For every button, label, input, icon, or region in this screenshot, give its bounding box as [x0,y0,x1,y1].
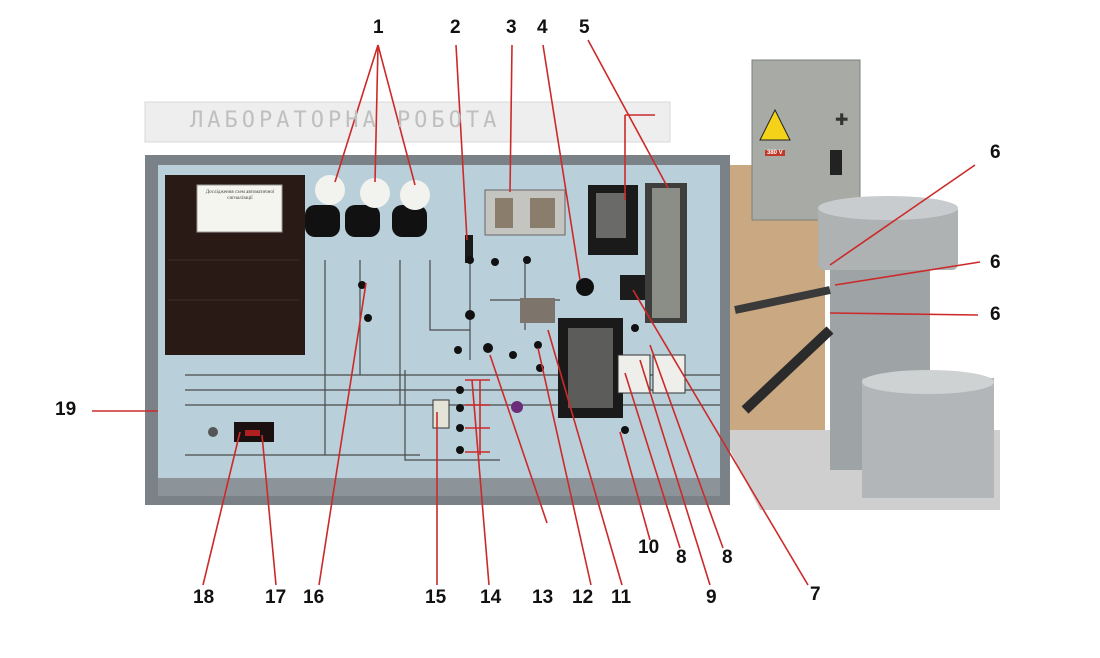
electrical-cabinet: ✚ [751,59,861,221]
callout-19: 19 [55,399,77,420]
toggle-switches [358,256,639,434]
callout-9: 9 [706,587,717,608]
indicator-led [511,401,523,413]
callout-6-top: 6 [990,142,1001,163]
leader-lines [92,39,981,586]
callout-15: 15 [425,587,447,608]
meter-right [652,354,686,394]
relay-box-upper [588,185,638,255]
card-text: Дослідження схем автоматичної сигналізац… [205,190,275,201]
tank-assembly [734,196,994,498]
callout-5: 5 [579,17,590,38]
callout-2: 2 [450,17,461,38]
fuse [465,235,473,263]
banner-plate [144,101,671,143]
callout-14: 14 [480,587,502,608]
terminal-block [484,189,566,236]
banner-text: ЛАБОРАТОРНА РОБОТА [190,108,501,133]
callout-1: 1 [373,17,384,38]
callout-12: 12 [572,587,594,608]
callout-6-low: 6 [990,304,1001,325]
svg-text:✚: ✚ [835,112,848,129]
meter-left [617,354,651,394]
small-relay [620,275,645,300]
title-card [196,184,283,233]
callout-7: 7 [810,584,821,605]
callout-13: 13 [532,587,554,608]
callout-16: 16 [303,587,325,608]
transformer [520,298,555,323]
signal-lamps [305,175,430,237]
callout-8-right: 8 [722,547,733,568]
callout-11: 11 [611,587,632,608]
callout-6-mid: 6 [990,252,1001,273]
voltage-label: 380 V [765,150,785,156]
selector-knob [576,278,594,296]
callout-4: 4 [537,17,548,38]
callout-17: 17 [265,587,287,608]
callout-3: 3 [506,17,517,38]
callout-8-left: 8 [676,547,687,568]
callout-10: 10 [638,537,660,558]
callout-18: 18 [193,587,215,608]
relay-box-lower [558,318,623,418]
